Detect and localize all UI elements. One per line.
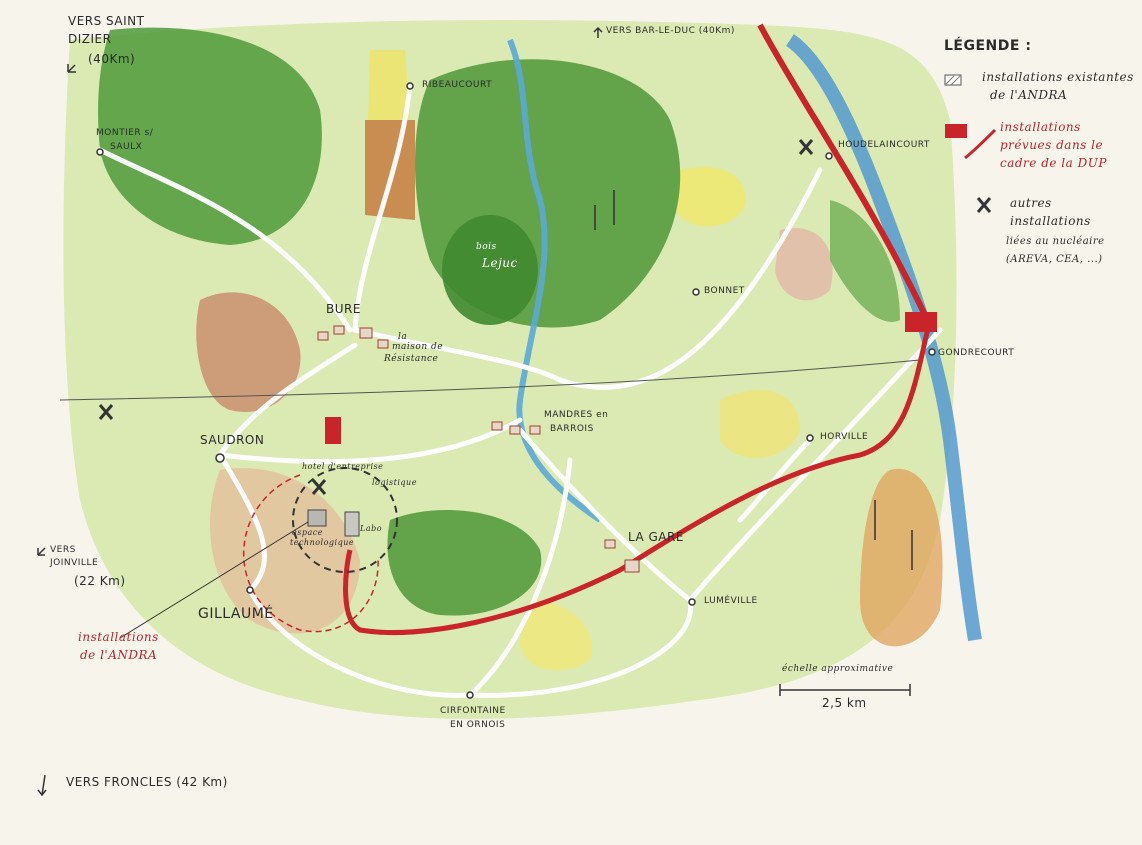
label-espace-2: technologique bbox=[290, 538, 355, 547]
label-espace-1: espace bbox=[292, 528, 323, 537]
label-joinville-1: VERS bbox=[50, 545, 76, 555]
direction-arrows bbox=[37, 26, 603, 797]
power-line bbox=[59, 359, 921, 401]
label-gondrecourt: GONDRECOURT bbox=[938, 348, 1015, 358]
label-joinville-3: (22 Km) bbox=[74, 574, 126, 588]
label-montier-2: SAULX bbox=[110, 142, 143, 152]
label-houdelaincourt: HOUDELAINCOURT bbox=[838, 140, 930, 150]
label-joinville-2: JOINVILLE bbox=[50, 558, 99, 568]
label-gillaume: GILLAUMÉ bbox=[198, 606, 274, 622]
field-yellow-right bbox=[675, 166, 746, 227]
label-andra-1: installations bbox=[78, 630, 159, 644]
label-maison-3: Résistance bbox=[384, 354, 439, 364]
legend-item2-line2: prévues dans le bbox=[1000, 138, 1104, 152]
field-yellow-bottom bbox=[520, 600, 592, 671]
railway-north bbox=[757, 23, 928, 317]
legend-swatch-existing bbox=[944, 74, 962, 86]
label-hotel-entreprise: hotel d'entreprise bbox=[302, 462, 384, 471]
scale-title: échelle approximative bbox=[782, 664, 894, 674]
label-maison-2: maison de bbox=[392, 342, 444, 352]
label-froncles: VERS FRONCLES (42 Km) bbox=[66, 775, 228, 789]
gondrecourt-station bbox=[905, 312, 937, 332]
field-brown-right bbox=[860, 468, 943, 647]
existing-installation bbox=[307, 509, 327, 527]
field-brown-top bbox=[365, 120, 415, 220]
legend-title: LÉGENDE : bbox=[944, 38, 1032, 54]
forest-lejuc bbox=[442, 215, 538, 325]
legend-item1-line2: de l'ANDRA bbox=[990, 88, 1068, 102]
legend-swatch-x bbox=[976, 197, 992, 213]
andra-site-boundary bbox=[292, 467, 398, 573]
label-la-gare: LA GARE bbox=[628, 530, 684, 544]
label-saudron: SAUDRON bbox=[200, 433, 265, 447]
legend-item3-line4: (AREVA, CEA, ...) bbox=[1006, 254, 1103, 265]
label-horville: HORVILLE bbox=[820, 432, 869, 442]
legend-swatch-rail bbox=[964, 128, 997, 160]
label-labo: Labo bbox=[360, 524, 383, 533]
label-andra-2: de l'ANDRA bbox=[80, 648, 158, 662]
legend-swatch-planned bbox=[945, 124, 967, 138]
andra-building-planned bbox=[325, 417, 341, 444]
label-mandres-1: MANDRES en bbox=[544, 410, 609, 420]
label-ribeaucourt: RIBEAUCOURT bbox=[422, 80, 493, 90]
andra-pointer-line bbox=[119, 521, 309, 639]
scale-bar bbox=[779, 684, 911, 696]
roads bbox=[97, 82, 943, 698]
nuclear-markers bbox=[98, 139, 814, 495]
town-markers bbox=[96, 82, 936, 699]
field-yellow-mid bbox=[720, 390, 800, 459]
label-cirfontaine-1: CIRFONTAINE bbox=[440, 706, 506, 716]
wind-turbines bbox=[594, 190, 913, 570]
river-center bbox=[507, 38, 602, 523]
legend-item3-line1: autres bbox=[1010, 196, 1052, 210]
planned-zone-boundary bbox=[242, 474, 379, 633]
village-houses bbox=[317, 325, 640, 573]
field-pink-right bbox=[775, 228, 833, 301]
forest-left bbox=[98, 27, 322, 246]
label-bar-le-duc: VERS BAR-LE-DUC (40Km) bbox=[606, 26, 735, 36]
label-bois-2: Lejuc bbox=[482, 256, 518, 270]
label-montier-1: MONTIER s/ bbox=[96, 128, 154, 138]
field-green-right bbox=[830, 200, 900, 322]
label-bure: BURE bbox=[326, 302, 361, 316]
label-saint-dizier-3: (40Km) bbox=[88, 52, 136, 66]
legend-item2-line3: cadre de la DUP bbox=[1000, 156, 1107, 170]
label-maison-1: la bbox=[398, 332, 408, 342]
legend-item3-line2: installations bbox=[1010, 214, 1091, 228]
label-saint-dizier-1: VERS SAINT bbox=[68, 14, 145, 28]
legend-item2-line1: installations bbox=[1000, 120, 1081, 134]
forest-south bbox=[387, 510, 542, 616]
legend-item3-line3: liées au nucléaire bbox=[1006, 236, 1105, 247]
labo-installation bbox=[344, 511, 360, 537]
label-saint-dizier-2: DIZIER bbox=[68, 32, 112, 46]
label-lumeville: LUMÉVILLE bbox=[704, 596, 758, 606]
label-bois-1: bois bbox=[476, 242, 497, 252]
label-cirfontaine-2: EN ORNOIS bbox=[450, 720, 506, 730]
label-logistique: logistique bbox=[372, 478, 417, 487]
label-mandres-2: BARROIS bbox=[550, 424, 594, 434]
scale-value: 2,5 km bbox=[822, 696, 867, 710]
field-brown-left bbox=[196, 292, 301, 412]
label-bonnet: BONNET bbox=[704, 286, 745, 296]
legend-item1-line1: installations existantes bbox=[982, 70, 1134, 84]
field-yellow-top bbox=[368, 50, 410, 120]
